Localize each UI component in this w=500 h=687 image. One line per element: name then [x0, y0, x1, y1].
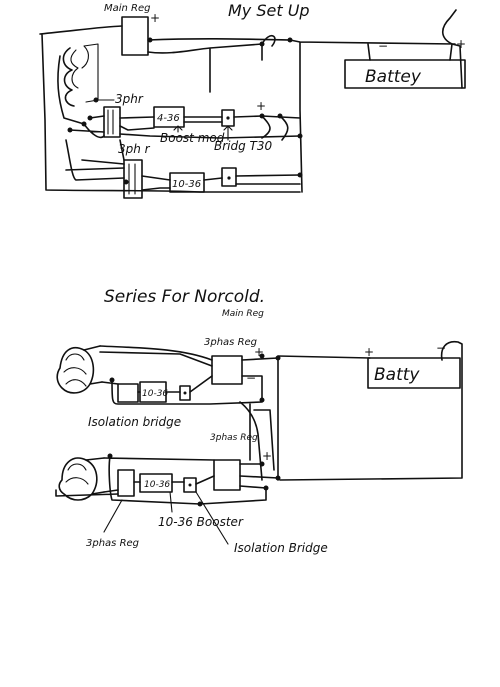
- battery-series-return-wire: [279, 340, 463, 481]
- series-reg-small-bottom: [117, 469, 135, 497]
- setup-title: My Set Up: [228, 1, 310, 20]
- series-title: Series For Norcold.: [104, 287, 265, 307]
- junction-dots-top: [67, 37, 303, 185]
- series-bridge-top-dot: [183, 391, 187, 395]
- battery-top-leads: [367, 9, 463, 89]
- diagram-my-setup: My Set Up Main Reg + 3phr 4-36 + 3: [39, 1, 466, 199]
- battery-series-plus: +: [364, 345, 374, 359]
- series-label-leaders: [103, 491, 229, 545]
- alternator-coil-series-bottom: [58, 457, 105, 501]
- series-booster-top-label: 10-36: [142, 389, 168, 399]
- booster-bottom-label: 10-36: [172, 179, 201, 190]
- series-booster-bottom-label: 10-36: [144, 480, 170, 490]
- series-reg-right-box: [213, 459, 241, 491]
- bridge-label: Bridg T30: [214, 139, 273, 153]
- bridge-top-plus: +: [256, 99, 266, 113]
- booster-bottom-box: [169, 172, 205, 193]
- boost-mod-label: Boost mod: [160, 131, 225, 145]
- main-regulator-box: [121, 16, 149, 56]
- isolation-bridge-top-label: Isolation bridge: [88, 415, 181, 429]
- series-reg-top-label: 3phas Reg: [204, 337, 257, 348]
- series-reg-right-label: 3phas Reg: [210, 433, 258, 443]
- three-phase-reg-label-bottom: 3ph r: [118, 142, 151, 156]
- right-crossover-wire: [261, 115, 289, 141]
- battery-top-minus: −: [378, 39, 388, 53]
- outer-frame-wire: [39, 25, 456, 193]
- series-reg-minus: −: [246, 371, 256, 385]
- three-phase-reg-bottom: [123, 159, 143, 199]
- booster-bottom-wiring: [65, 139, 301, 191]
- battery-box-series: [367, 357, 461, 389]
- junction-dots-series: [107, 353, 281, 507]
- bridge-bottom-box: [221, 167, 237, 187]
- series-booster-bottom-box: [139, 473, 173, 493]
- label-arrows-top: [173, 125, 233, 141]
- cross-wire-top: [147, 35, 276, 93]
- series-reg-small-top: [117, 383, 139, 403]
- bridge-bottom-dot: [227, 176, 231, 180]
- isolation-bridge-bottom-label: Isolation Bridge: [234, 541, 328, 555]
- bridge-top-dot: [226, 116, 230, 120]
- booster-top-label: 4-36: [157, 113, 180, 124]
- series-booster-bottom-name: 10-36 Booster: [158, 515, 244, 529]
- series-bottom-wiring: [55, 455, 215, 505]
- battery-top-plus: +: [456, 37, 466, 51]
- battery-label-top: Battey: [365, 67, 422, 87]
- series-bridge-top-box: [179, 385, 191, 401]
- battery-box-top: [344, 59, 466, 89]
- series-bridge-bottom-dot: [188, 483, 192, 487]
- main-reg-label: Main Reg: [104, 3, 151, 14]
- battery-series-minus: −: [436, 341, 446, 355]
- diagram-series-norcold: Series For Norcold. Main Reg 3phas Reg +…: [55, 287, 463, 555]
- alternator-coil-top: [57, 43, 99, 125]
- series-reg-right-plus: +: [262, 449, 272, 463]
- series-bridge-bottom-box: [183, 477, 197, 493]
- three-phase-reg-label-top: 3phr: [115, 92, 144, 106]
- alternator-coil-series-top: [56, 345, 103, 394]
- series-reg-plus: +: [254, 345, 264, 359]
- series-middle-wiring: [199, 403, 279, 505]
- battery-label-series: Batty: [374, 365, 420, 385]
- main-reg-plus-sign: +: [150, 11, 160, 25]
- series-top-battery-wire: [277, 355, 371, 481]
- three-phase-reg-top: [103, 106, 121, 138]
- series-reg-bottom-label: 3phas Reg: [86, 538, 139, 549]
- series-main-reg-label: Main Reg: [222, 309, 264, 319]
- series-main-reg-box: [211, 355, 243, 385]
